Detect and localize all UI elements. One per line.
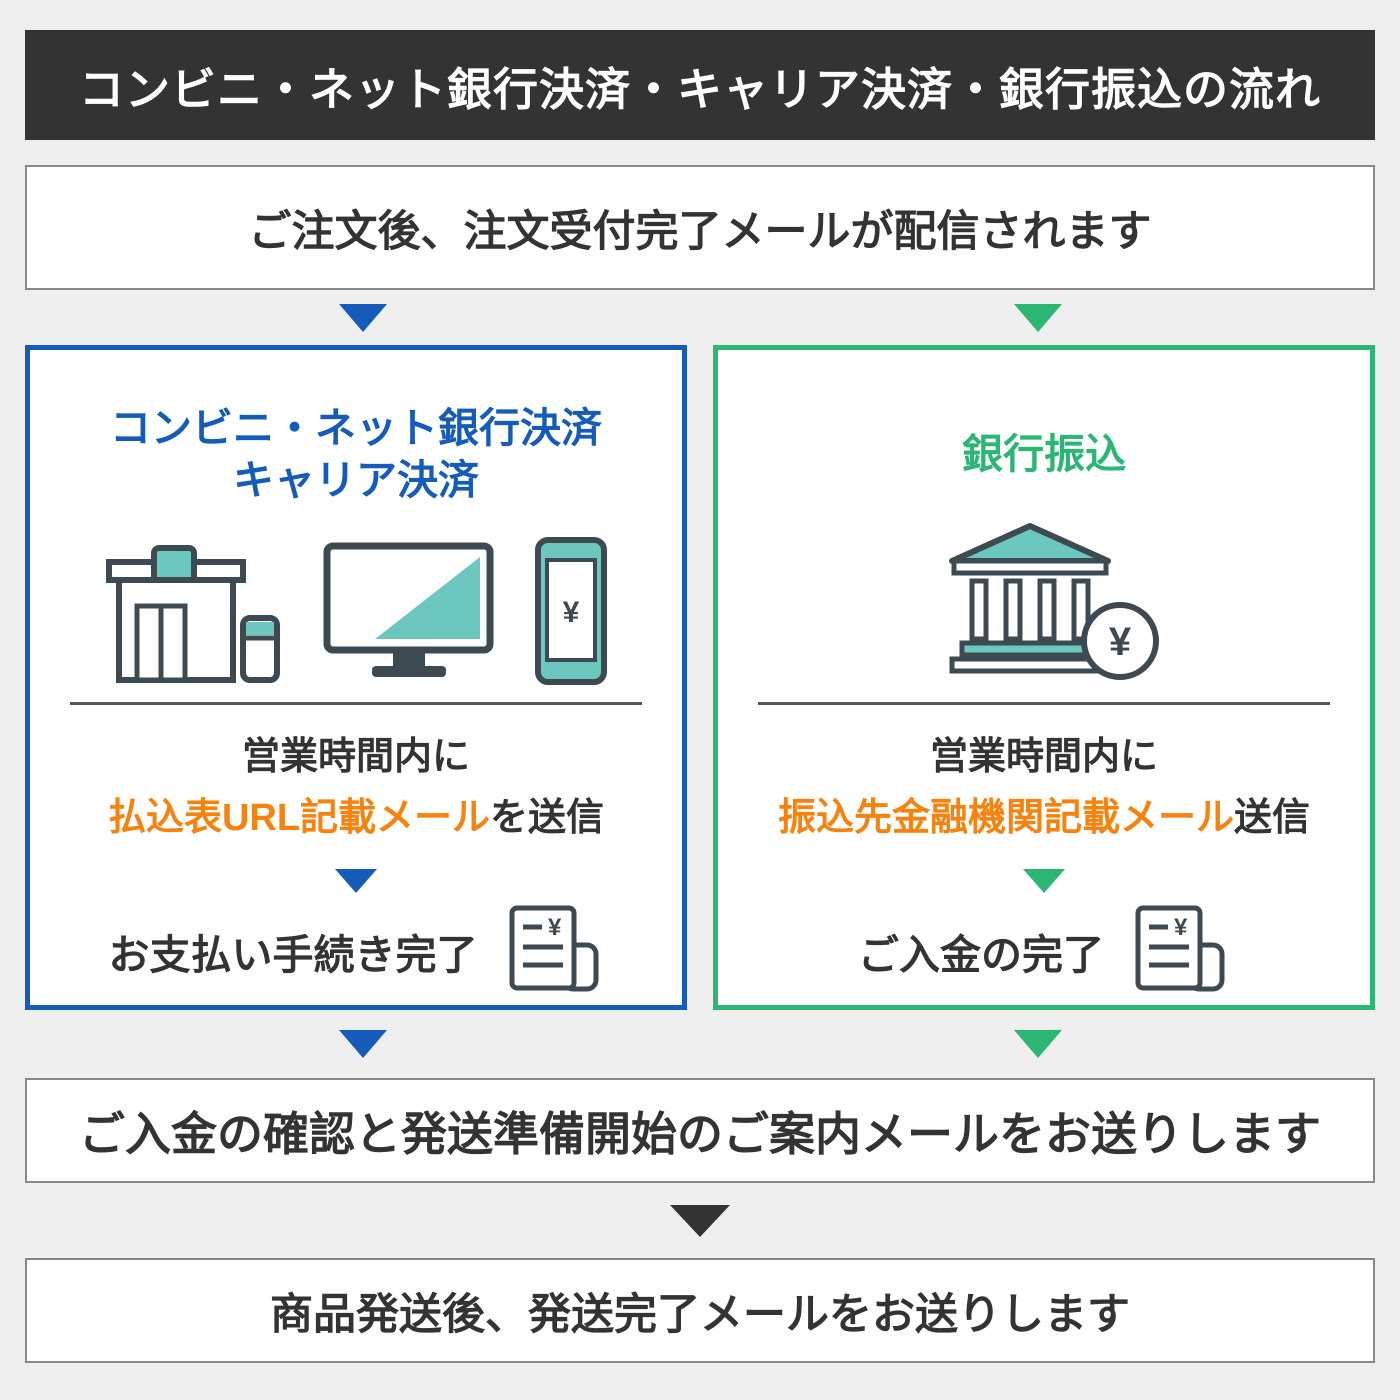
arrow-down-blue-icon: [338, 303, 387, 332]
panel-right-hours-text: 営業時間内に: [929, 736, 1158, 778]
page-title: コンビニ・ネット銀行決済・キャリア決済・銀行振込の流れ: [25, 30, 1375, 140]
arrow-slot-left: [25, 1030, 700, 1058]
step-payment-confirmed: ご入金の確認と発送準備開始のご案内メールをお送りします: [25, 1078, 1375, 1183]
arrow-down-blue-icon: [338, 1030, 387, 1058]
panel-right-title: 銀行振込: [962, 400, 1126, 508]
panel-bank-transfer: 銀行振込 ¥ 営業時間内に 振込先金融機関: [713, 345, 1375, 1010]
arrow-down-dark-icon: [670, 1204, 730, 1237]
panel-left-title: コンビニ・ネット銀行決済 キャリア決済: [110, 400, 602, 508]
arrow-slot-right: [700, 303, 1375, 332]
panel-right-icons: ¥: [928, 514, 1160, 686]
computer-monitor-icon: [323, 542, 493, 677]
panel-right-complete-text: ご入金の完了: [858, 931, 1104, 978]
panel-left-hours-text: 営業時間内に: [241, 736, 470, 778]
smartphone-icon: ¥: [534, 537, 607, 685]
panel-right-mail-suffix: 送信: [1234, 797, 1311, 839]
panel-left-title-line2: キャリア決済: [233, 457, 479, 503]
bank-icon: ¥: [949, 523, 1159, 680]
arrow-down-green-small-icon: [1023, 869, 1065, 893]
panel-left-mail-line: 払込表URL記載メールを送信: [108, 786, 604, 841]
arrow-row-middle: [25, 1010, 1375, 1078]
yen-symbol: ¥: [1109, 620, 1132, 664]
payment-method-panels: コンビニ・ネット銀行決済 キャリア決済: [25, 345, 1375, 1010]
yen-symbol: ¥: [562, 596, 579, 629]
receipt-icon: ¥: [509, 905, 598, 992]
arrow-down-green-icon: [1013, 303, 1062, 332]
arrow-down-green-icon: [1013, 1030, 1062, 1058]
panel-left-divider: [70, 702, 642, 705]
panel-left-complete-text: お支払い手続き完了: [108, 931, 478, 978]
panel-right-divider: [758, 702, 1330, 705]
arrow-down-blue-small-icon: [335, 869, 377, 893]
arrow-row-bottom: [25, 1183, 1375, 1258]
panel-left-mail-suffix: を送信: [490, 797, 605, 839]
panel-right-title-text: 銀行振込: [962, 430, 1126, 477]
convenience-store-icon: [105, 545, 280, 683]
arrow-row-top: [25, 290, 1375, 345]
arrow-slot-right: [700, 1030, 1375, 1058]
panel-left-mail-highlight: 払込表URL記載メール: [107, 797, 491, 839]
receipt-icon: ¥: [1135, 905, 1225, 992]
panel-left-icons: ¥: [103, 514, 610, 686]
panel-left-complete: お支払い手続き完了 ¥: [109, 903, 604, 998]
yen-symbol: ¥: [548, 914, 562, 941]
yen-symbol: ¥: [1174, 914, 1188, 941]
panel-convenience-netbank-carrier: コンビニ・ネット銀行決済 キャリア決済: [25, 345, 687, 1010]
step-order-received: ご注文後、注文受付完了メールが配信されます: [25, 165, 1375, 290]
panel-right-mail-line: 振込先金融機関記載メール送信: [778, 786, 1310, 841]
panel-right-complete: ご入金の完了 ¥: [858, 903, 1230, 998]
panel-right-mail-highlight: 振込先金融機関記載メール: [777, 797, 1234, 839]
arrow-slot-left: [25, 303, 700, 332]
step-shipping-complete: 商品発送後、発送完了メールをお送りします: [25, 1258, 1375, 1363]
panel-left-title-line1: コンビニ・ネット銀行決済: [110, 404, 602, 451]
